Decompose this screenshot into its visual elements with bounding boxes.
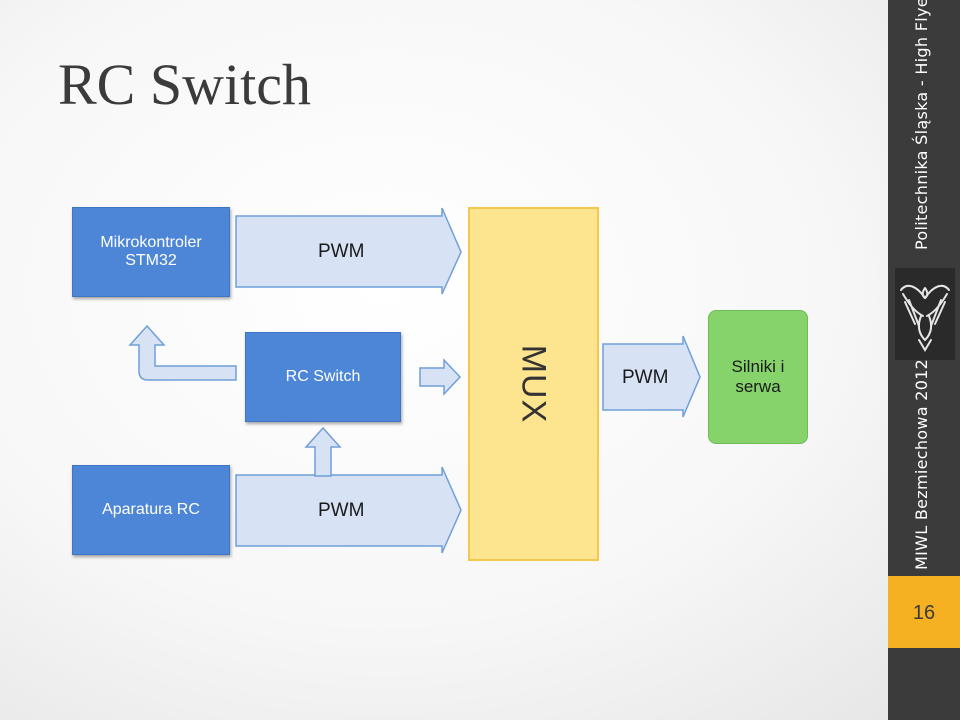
pwm-right-label: PWM <box>622 367 669 388</box>
mux-block <box>468 207 599 561</box>
pwm-top-label: PWM <box>318 241 365 262</box>
rc-switch-label: RC Switch <box>285 367 361 385</box>
pwm-top-arrow <box>235 207 462 295</box>
eagle-logo-icon <box>895 268 955 360</box>
aparatura-to-switch-arrow <box>304 426 342 477</box>
mikrokontroler-label-line2: STM32 <box>125 252 177 269</box>
silniki-label-line2: serwa <box>735 377 781 396</box>
mikrokontroler-label-line1: Mikrokontroler <box>100 233 202 251</box>
aparatura-label: Aparatura RC <box>102 500 200 518</box>
pwm-bottom-arrow <box>235 466 462 554</box>
mux-label: MUX <box>514 344 553 424</box>
silniki-label-line1: Silniki i <box>731 357 785 377</box>
page-number: 16 <box>912 602 936 624</box>
sidebar-event-text: MIWL Bezmiechowa 2012 <box>912 358 931 570</box>
pwm-right-arrow <box>602 335 701 418</box>
aparatura-block: Aparatura RC <box>72 465 230 555</box>
switch-to-mux-arrow <box>419 358 462 396</box>
silniki-block: Silniki i serwa <box>708 310 808 444</box>
rc-switch-block: RC Switch <box>245 332 401 422</box>
switch-to-micro-arrow <box>128 324 237 381</box>
pwm-bottom-label: PWM <box>318 500 365 521</box>
sidebar-university-text: Politechnika Śląska - High Flyers <box>912 0 931 250</box>
slide-title: RC Switch <box>58 52 311 117</box>
mikrokontroler-block: Mikrokontroler STM32 <box>72 207 230 297</box>
page-number-box <box>888 576 960 648</box>
